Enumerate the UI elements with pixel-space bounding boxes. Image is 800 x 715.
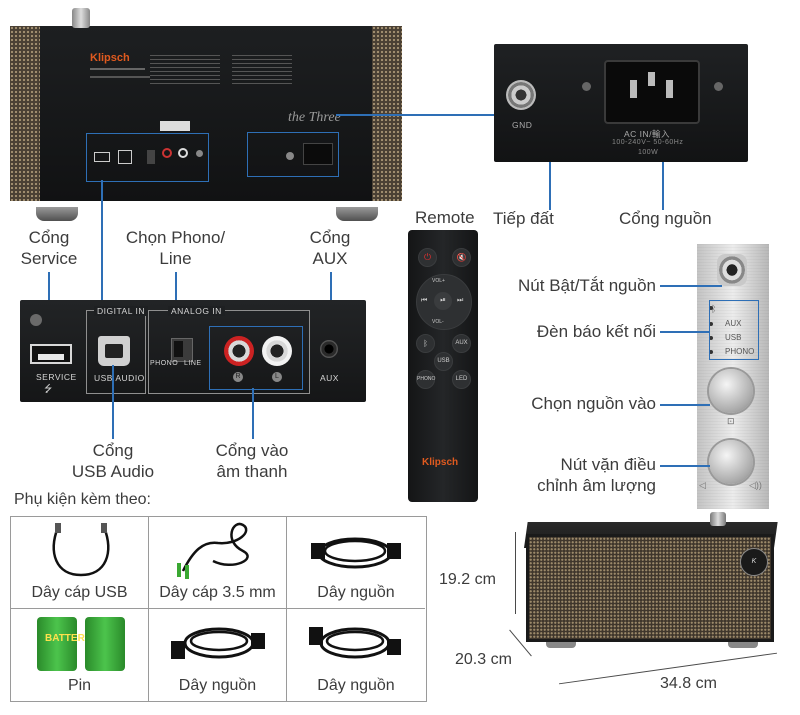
barcode <box>160 121 190 131</box>
ground-label: Tiếp đất <box>493 209 554 228</box>
power-port-label: Cổng nguồn <box>619 209 712 228</box>
remote-brand: Klipsch <box>422 457 459 468</box>
power-cord-icon <box>311 537 401 569</box>
power-toggle <box>717 254 747 286</box>
speaker-foot <box>336 207 378 221</box>
remote-power-icon: ⏻ <box>418 248 437 267</box>
height-dimension: 19.2 cm <box>439 571 496 588</box>
analog-in-box <box>148 310 310 394</box>
input-panel-zoom: DIGITAL IN ANALOG IN SERVICE ⭍ USB AUDIO… <box>20 300 366 402</box>
usb-b-small <box>118 150 132 164</box>
led-highlight-box <box>709 300 759 360</box>
service-usb-small <box>94 152 110 162</box>
battery-icon <box>85 617 125 671</box>
accessory-cell: Dây nguồn <box>287 609 425 701</box>
accessories-title: Phụ kiện kèm theo: <box>14 491 151 508</box>
brand-logo: Klipsch <box>90 52 130 64</box>
battery-icon: BATTERY <box>37 617 91 671</box>
ground-terminal <box>506 80 536 110</box>
power-panel-zoom: GND AC IN/輸入 100-240V~ 50-60Hz 100W <box>494 44 748 162</box>
remote-bluetooth-icon: ᛒ <box>416 334 435 353</box>
depth-dimension: 20.3 cm <box>455 651 512 668</box>
remote-label: Remote <box>415 208 475 227</box>
usb-symbol-icon: ⭍ <box>44 384 53 395</box>
accessory-cell: Dây cáp USB <box>11 517 149 609</box>
speaker-back-panel: Klipsch the Three <box>10 26 402 201</box>
speaker-badge: K <box>740 548 768 576</box>
remote-control: ⏻ 🔇 VOL+ VOL- ⏮ ⏭ ⏯ ᛒ AUX USB PHONO LED … <box>408 230 478 502</box>
source-select-label: Chọn nguồn vào <box>531 394 656 413</box>
accessory-cell: BATTERY Pin <box>11 609 149 701</box>
phono-line-label: Chọn Phono/Line <box>125 228 226 268</box>
speaker-knob-top <box>710 512 726 526</box>
accessory-cell: Dây nguồn <box>287 517 425 609</box>
power-cord-icon <box>171 627 265 659</box>
phono-line-switch <box>171 338 193 362</box>
input-highlight-box <box>86 133 209 182</box>
ac-socket <box>604 60 700 124</box>
width-dimension: 34.8 cm <box>660 675 717 692</box>
connection-led-label: Đèn báo kết nối <box>536 322 656 341</box>
volume-low-icon: ◁ <box>699 480 706 490</box>
accessories-table: Dây cáp USB Dây cáp 3.5 mm Dây nguồn BAT… <box>10 516 427 702</box>
power-button-label: Nút Bật/Tắt nguồn <box>518 276 656 295</box>
remote-dpad: VOL+ VOL- ⏮ ⏭ ⏯ <box>416 274 472 330</box>
prev-icon: ⏮ <box>421 297 428 304</box>
power-knob-top <box>72 8 90 28</box>
side-control-panel: ᛒ AUX USB PHONO ⊡ ◁ ◁)) <box>697 244 769 509</box>
aux-port <box>320 340 338 358</box>
usb-audio-port <box>98 336 130 366</box>
aux-cable-icon <box>177 522 249 579</box>
rca-right-port <box>224 336 254 366</box>
accessory-cell: Dây nguồn <box>149 609 287 701</box>
input-icon: ⊡ <box>727 416 735 426</box>
screw-icon <box>30 314 42 326</box>
accessory-cell: Dây cáp 3.5 mm <box>149 517 287 609</box>
speaker-foot <box>36 207 78 221</box>
power-cord-icon <box>309 627 401 659</box>
service-usb-port <box>30 344 72 364</box>
source-knob <box>709 369 753 413</box>
volume-knob <box>709 440 753 484</box>
remote-mute-icon: 🔇 <box>452 248 471 267</box>
right-grille <box>372 26 402 201</box>
next-icon: ⏭ <box>457 297 464 304</box>
usb-cable-icon <box>52 523 110 577</box>
play-pause-icon: ⏯ <box>434 292 452 310</box>
speaker-front-grille <box>526 534 774 642</box>
ac-socket-small <box>303 143 333 165</box>
volume-high-icon: ◁)) <box>749 480 762 490</box>
rca-highlight-box <box>209 326 303 390</box>
bluetooth-icon: ᛒ <box>711 304 717 314</box>
left-grille <box>10 26 40 201</box>
model-script: the Three <box>288 110 341 125</box>
power-highlight-box <box>247 132 339 177</box>
rca-left-port <box>262 336 292 366</box>
